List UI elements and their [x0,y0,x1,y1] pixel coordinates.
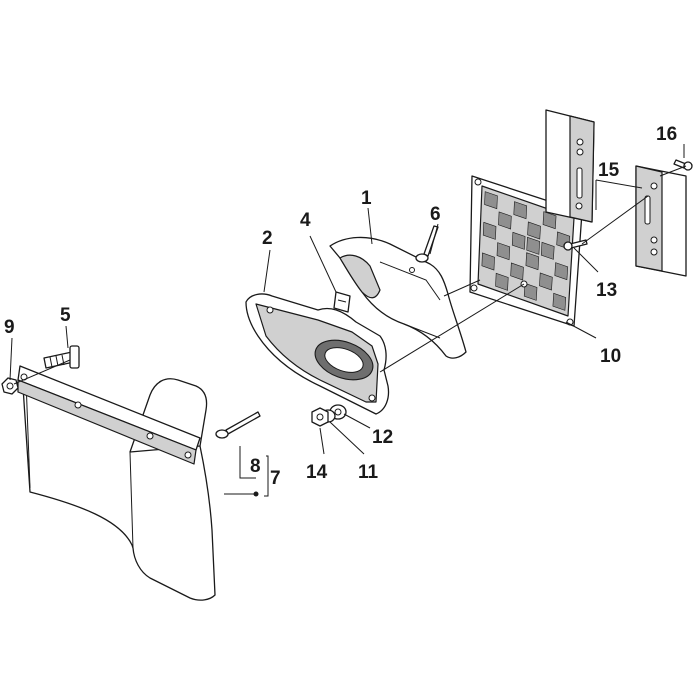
upper-cover-part [329,236,467,359]
screw-13-part [563,239,588,251]
callout-labels: 1 2 4 5 6 7 8 9 10 11 12 13 14 15 16 [4,124,677,489]
callout-13: 13 [596,280,617,301]
plate-holder-grid [481,191,571,311]
callout-2: 2 [262,228,273,249]
lower-bracket-part [245,293,390,415]
callout-5: 5 [60,305,71,326]
grid-cell [495,272,509,291]
callout-7: 7 [270,468,281,489]
grid-cell [481,252,495,271]
callout-16: 16 [656,124,677,145]
screw-16-part [673,159,693,171]
grid-cell [484,191,498,210]
grid-cell [482,221,497,240]
grid-cell [513,201,528,220]
callout-9: 9 [4,317,15,338]
grid-cell [496,242,511,261]
grid-cell [540,241,555,260]
grid-cell [539,272,553,291]
callout-11: 11 [358,462,379,483]
bolt-part [43,345,80,369]
grid-cell [554,262,569,281]
bracket-left-part [545,109,595,223]
grid-cell [525,252,540,271]
callout-12: 12 [372,427,393,448]
assembly-lines [13,165,687,385]
callout-15: 15 [598,160,620,181]
callout-8: 8 [250,456,261,477]
callout-4: 4 [300,210,311,231]
nut-part [1,377,19,395]
grid-cell [523,282,538,301]
grid-cell [510,262,524,281]
washer-nut-stack [311,404,347,427]
grid-cell [526,236,540,255]
grid-cell [552,292,567,311]
callout-14: 14 [306,462,328,483]
grid-cell [511,231,526,250]
callout-1: 1 [361,188,372,209]
callout-10: 10 [600,346,621,367]
clip-part [333,291,351,313]
callout-6: 6 [430,204,441,225]
screw-part [415,225,439,263]
bracket-right-part [635,165,687,277]
grid-cell [498,211,512,230]
rivet-part [215,411,261,439]
grid-cell [527,221,541,240]
callout-leaders [9,144,685,497]
grid-cell [542,211,557,230]
